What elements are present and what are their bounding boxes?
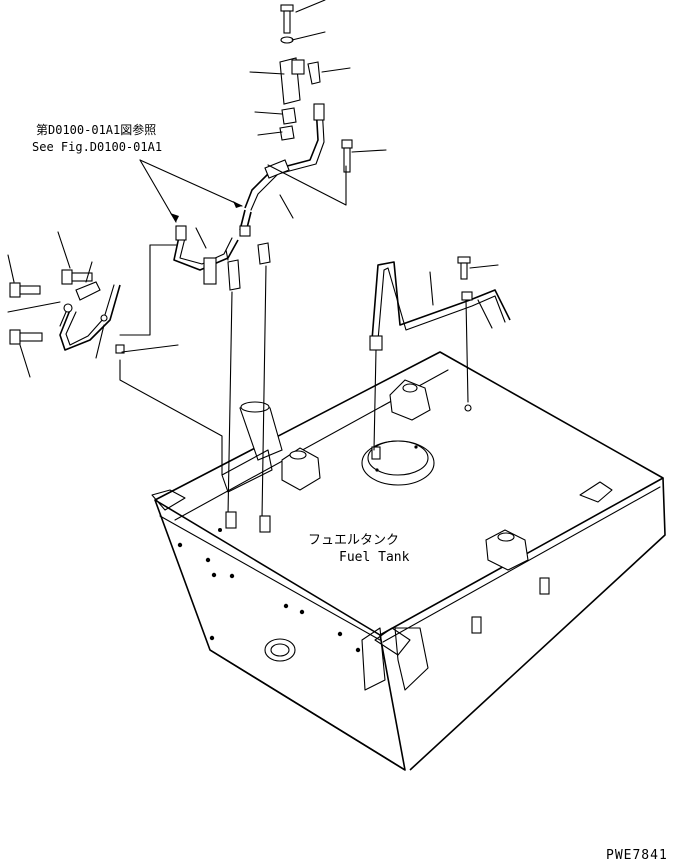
- fuel-tank: [151, 351, 666, 771]
- reference-label-jp: 第D0100-01A1図参照: [36, 123, 157, 137]
- fuel-tank-label-en: Fuel Tank: [339, 550, 410, 565]
- hose-assembly: [9, 4, 511, 533]
- reference-label-en: See Fig.D0100-01A1: [32, 140, 163, 154]
- drawing-code: PWE7841: [606, 848, 668, 863]
- fuel-tank-label-jp: フュエルタンク: [308, 533, 400, 548]
- leader-lines: [7, 0, 499, 378]
